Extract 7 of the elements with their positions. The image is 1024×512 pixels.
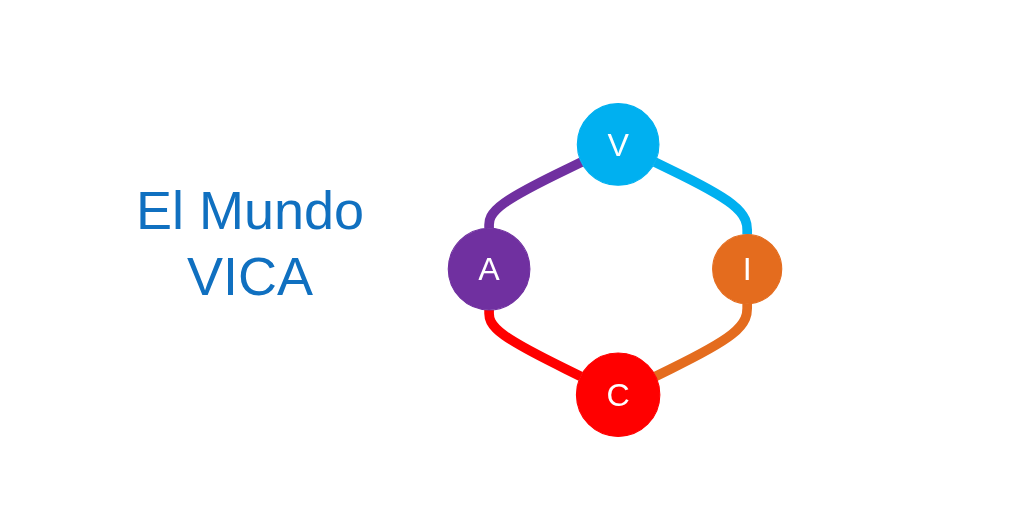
connector bbox=[484, 308, 583, 381]
connector bbox=[484, 157, 584, 230]
node-circle: V bbox=[576, 103, 660, 186]
node-circle: A bbox=[447, 227, 531, 311]
node-circle: I bbox=[712, 234, 783, 305]
node-circle: C bbox=[575, 352, 661, 437]
diagram-title: El Mundo VICA bbox=[134, 179, 366, 308]
